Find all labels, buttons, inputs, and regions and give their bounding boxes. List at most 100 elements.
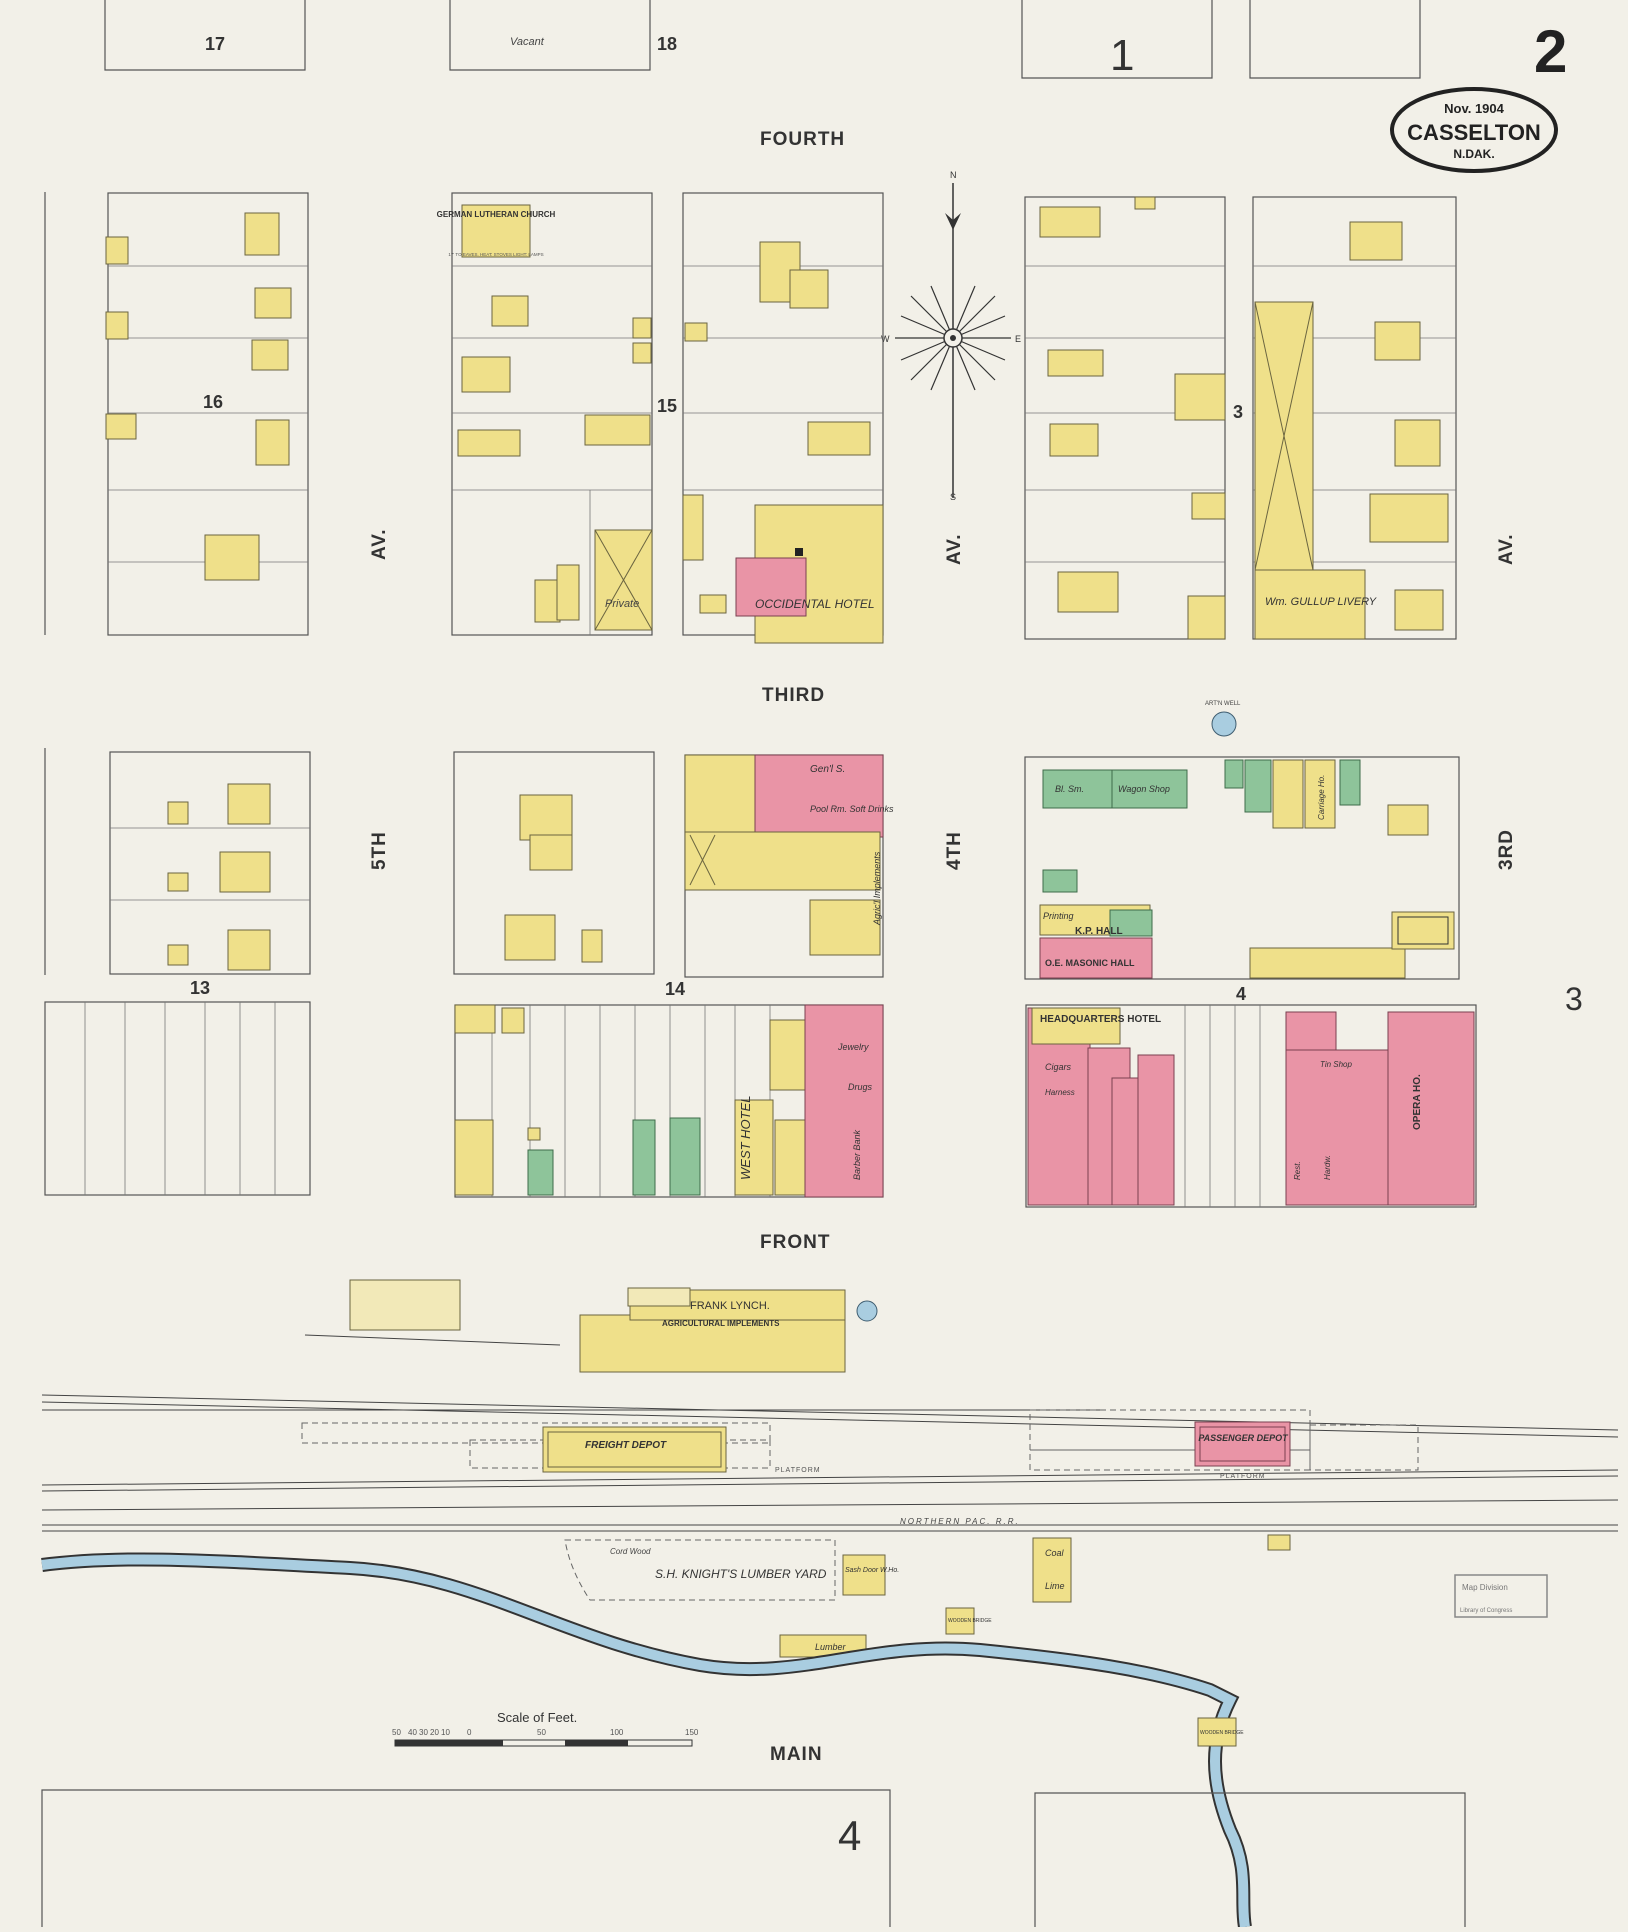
coal-label: Coal bbox=[1045, 1548, 1065, 1558]
street-av-label-3: AV. bbox=[1496, 533, 1517, 565]
street-front: FRONT bbox=[760, 1232, 830, 1253]
freight-depot: FREIGHT DEPOT PLATFORM bbox=[301, 1422, 821, 1474]
sash-door-label: Sash Door W.Ho. bbox=[845, 1567, 899, 1574]
compass-w: W bbox=[881, 334, 890, 344]
block-3-number: 3 bbox=[1233, 402, 1243, 422]
street-av-label-2: AV. bbox=[944, 533, 965, 565]
lumber-yard-label: S.H. KNIGHT'S LUMBER YARD bbox=[655, 1567, 827, 1581]
headquarters-hotel-label: HEADQUARTERS HOTEL bbox=[1040, 1014, 1161, 1025]
block-13-number: 13 bbox=[190, 978, 210, 998]
railroad-tracks bbox=[41, 1394, 1619, 1532]
street-4th-av: 4TH bbox=[944, 831, 965, 870]
scale-tick-50: 50 bbox=[537, 1728, 546, 1737]
block-16-number: 16 bbox=[203, 392, 223, 412]
church-label: GERMAN LUTHERAN CHURCH bbox=[437, 210, 556, 219]
block-3-east: Wm. GULLUP LIVERY bbox=[1252, 196, 1457, 640]
scale-title: Scale of Feet. bbox=[497, 1710, 577, 1725]
kp-hall-label: K.P. HALL bbox=[1075, 926, 1123, 937]
pool-room-label: Pool Rm. Soft Drinks bbox=[810, 804, 894, 814]
stamp-line1: Map Division bbox=[1462, 1583, 1508, 1592]
restaurant-label: Rest. bbox=[1293, 1161, 1302, 1180]
scale-tick-20: 20 bbox=[430, 1728, 439, 1737]
block-3-west: 3 bbox=[1024, 196, 1243, 640]
scale-tick-30: 30 bbox=[419, 1728, 428, 1737]
church-note: 17' TO EAVES. HEAT: STOVES LIGHT: LAMPS bbox=[448, 252, 543, 257]
block-15-east: OCCIDENTAL HOTEL bbox=[682, 192, 884, 644]
cigars-label: Cigars bbox=[1045, 1062, 1072, 1072]
street-labels: FOURTH THIRD FRONT MAIN 5TH AV. 4TH AV. … bbox=[369, 129, 1517, 1765]
livery-label: Wm. GULLUP LIVERY bbox=[1265, 596, 1377, 608]
carriage-house-label: Carriage Ho. bbox=[1317, 775, 1326, 820]
block-14-northeast: Gen'l S. Pool Rm. Soft Drinks Agric'l Im… bbox=[684, 754, 894, 978]
tin-shop-label: Tin Shop bbox=[1320, 1060, 1353, 1069]
block-4-south: HEADQUARTERS HOTEL Cigars Harness Tin Sh… bbox=[1025, 1004, 1477, 1208]
compass-s: S bbox=[950, 492, 956, 502]
printing-label: Printing bbox=[1043, 911, 1074, 921]
vacant-label: Vacant bbox=[510, 36, 545, 48]
block-18-number: 18 bbox=[657, 34, 677, 54]
blacksmith-label: Bl. Sm. bbox=[1055, 784, 1084, 794]
scale-tick-10: 10 bbox=[441, 1728, 450, 1737]
jewelry-label: Jewelry bbox=[837, 1042, 869, 1052]
passenger-depot: PASSENGER DEPOT PLATFORM bbox=[1029, 1409, 1419, 1480]
street-third: THIRD bbox=[762, 685, 825, 706]
street-av-label-1: AV. bbox=[369, 528, 390, 560]
scale-tick-50a: 50 bbox=[392, 1728, 401, 1737]
german-lutheran-church bbox=[461, 204, 531, 258]
street-5th-av: 5TH bbox=[369, 831, 390, 870]
hardware-label: Hardw. bbox=[1323, 1155, 1332, 1180]
block-16: 16 bbox=[44, 192, 309, 636]
frank-lynch-yard: FRANK LYNCH. AGRICULTURAL IMPLEMENTS bbox=[304, 1279, 878, 1373]
compass-e: E bbox=[1015, 334, 1021, 344]
town-name: CASSELTON bbox=[1407, 120, 1541, 145]
lumber-label: Lumber bbox=[815, 1642, 847, 1652]
railroad-label: NORTHERN PAC. R.R. bbox=[900, 1517, 1020, 1526]
block-14-south: WEST HOTEL Jewelry Drugs Barber Bank bbox=[454, 1004, 884, 1198]
sheet-number: 2 bbox=[1534, 18, 1567, 85]
lime-label: Lime bbox=[1045, 1581, 1065, 1591]
scale-bar: Scale of Feet. 50 40 30 20 10 0 50 100 1… bbox=[392, 1710, 699, 1747]
block-4-main-number: 4 bbox=[838, 1812, 861, 1859]
block-14-number: 14 bbox=[665, 979, 685, 999]
state-name: N.DAK. bbox=[1453, 147, 1494, 161]
river: WOODEN BRIDGE WOODEN BRIDGE bbox=[41, 1552, 1252, 1929]
compass-n: N bbox=[950, 170, 957, 180]
cord-wood-label: Cord Wood bbox=[610, 1547, 651, 1556]
art-well-label: ART'N WELL bbox=[1205, 701, 1241, 707]
map-date: Nov. 1904 bbox=[1444, 101, 1505, 116]
street-3rd-av: 3RD bbox=[1496, 829, 1517, 870]
block-15-number: 15 bbox=[657, 396, 677, 416]
gen-store-label: Gen'l S. bbox=[810, 764, 845, 775]
block-14-north: 14 bbox=[453, 751, 685, 999]
wagon-shop-label: Wagon Shop bbox=[1118, 784, 1170, 794]
block-13-south-lots bbox=[44, 1001, 311, 1196]
private-label: Private bbox=[605, 598, 639, 610]
drugs-label: Drugs bbox=[848, 1082, 873, 1092]
block-15-west: GERMAN LUTHERAN CHURCH 17' TO EAVES. HEA… bbox=[437, 192, 677, 636]
block-4-number: 4 bbox=[1236, 984, 1246, 1004]
harness-label: Harness bbox=[1045, 1088, 1075, 1097]
agric-implements-label: Agric'l Implements bbox=[872, 851, 882, 926]
top-partial-blocks: Vacant 17 18 1 bbox=[104, 0, 1421, 80]
block-13: 13 bbox=[44, 748, 311, 998]
block-4-north: Bl. Sm. Wagon Shop Carriage Ho. Printing… bbox=[1024, 756, 1460, 1004]
passenger-depot-label: PASSENGER DEPOT bbox=[1198, 1433, 1289, 1443]
masonic-hall-label: O.E. MASONIC HALL bbox=[1045, 958, 1135, 968]
general-store bbox=[754, 754, 884, 838]
adjacent-sheet-3: 3 bbox=[1565, 981, 1583, 1017]
passenger-platform-label: PLATFORM bbox=[1220, 1473, 1266, 1480]
compass-rose: N S E W bbox=[881, 170, 1021, 502]
street-main: MAIN bbox=[770, 1744, 823, 1765]
opera-house-label: OPERA HO. bbox=[1412, 1074, 1423, 1130]
scale-tick-40: 40 bbox=[408, 1728, 417, 1737]
frank-lynch-label: FRANK LYNCH. bbox=[690, 1300, 770, 1312]
scale-tick-100: 100 bbox=[610, 1728, 624, 1737]
wooden-bridge-2-label: WOODEN BRIDGE bbox=[1200, 1730, 1244, 1736]
library-stamp: Map Division Library of Congress bbox=[1454, 1574, 1548, 1618]
block-17-number: 17 bbox=[205, 34, 225, 54]
stamp-line2: Library of Congress bbox=[1460, 1608, 1512, 1614]
block-1-number: 1 bbox=[1110, 31, 1134, 80]
freight-platform-label: PLATFORM bbox=[775, 1467, 821, 1474]
bottom-blocks: 4 bbox=[41, 1789, 1466, 1927]
